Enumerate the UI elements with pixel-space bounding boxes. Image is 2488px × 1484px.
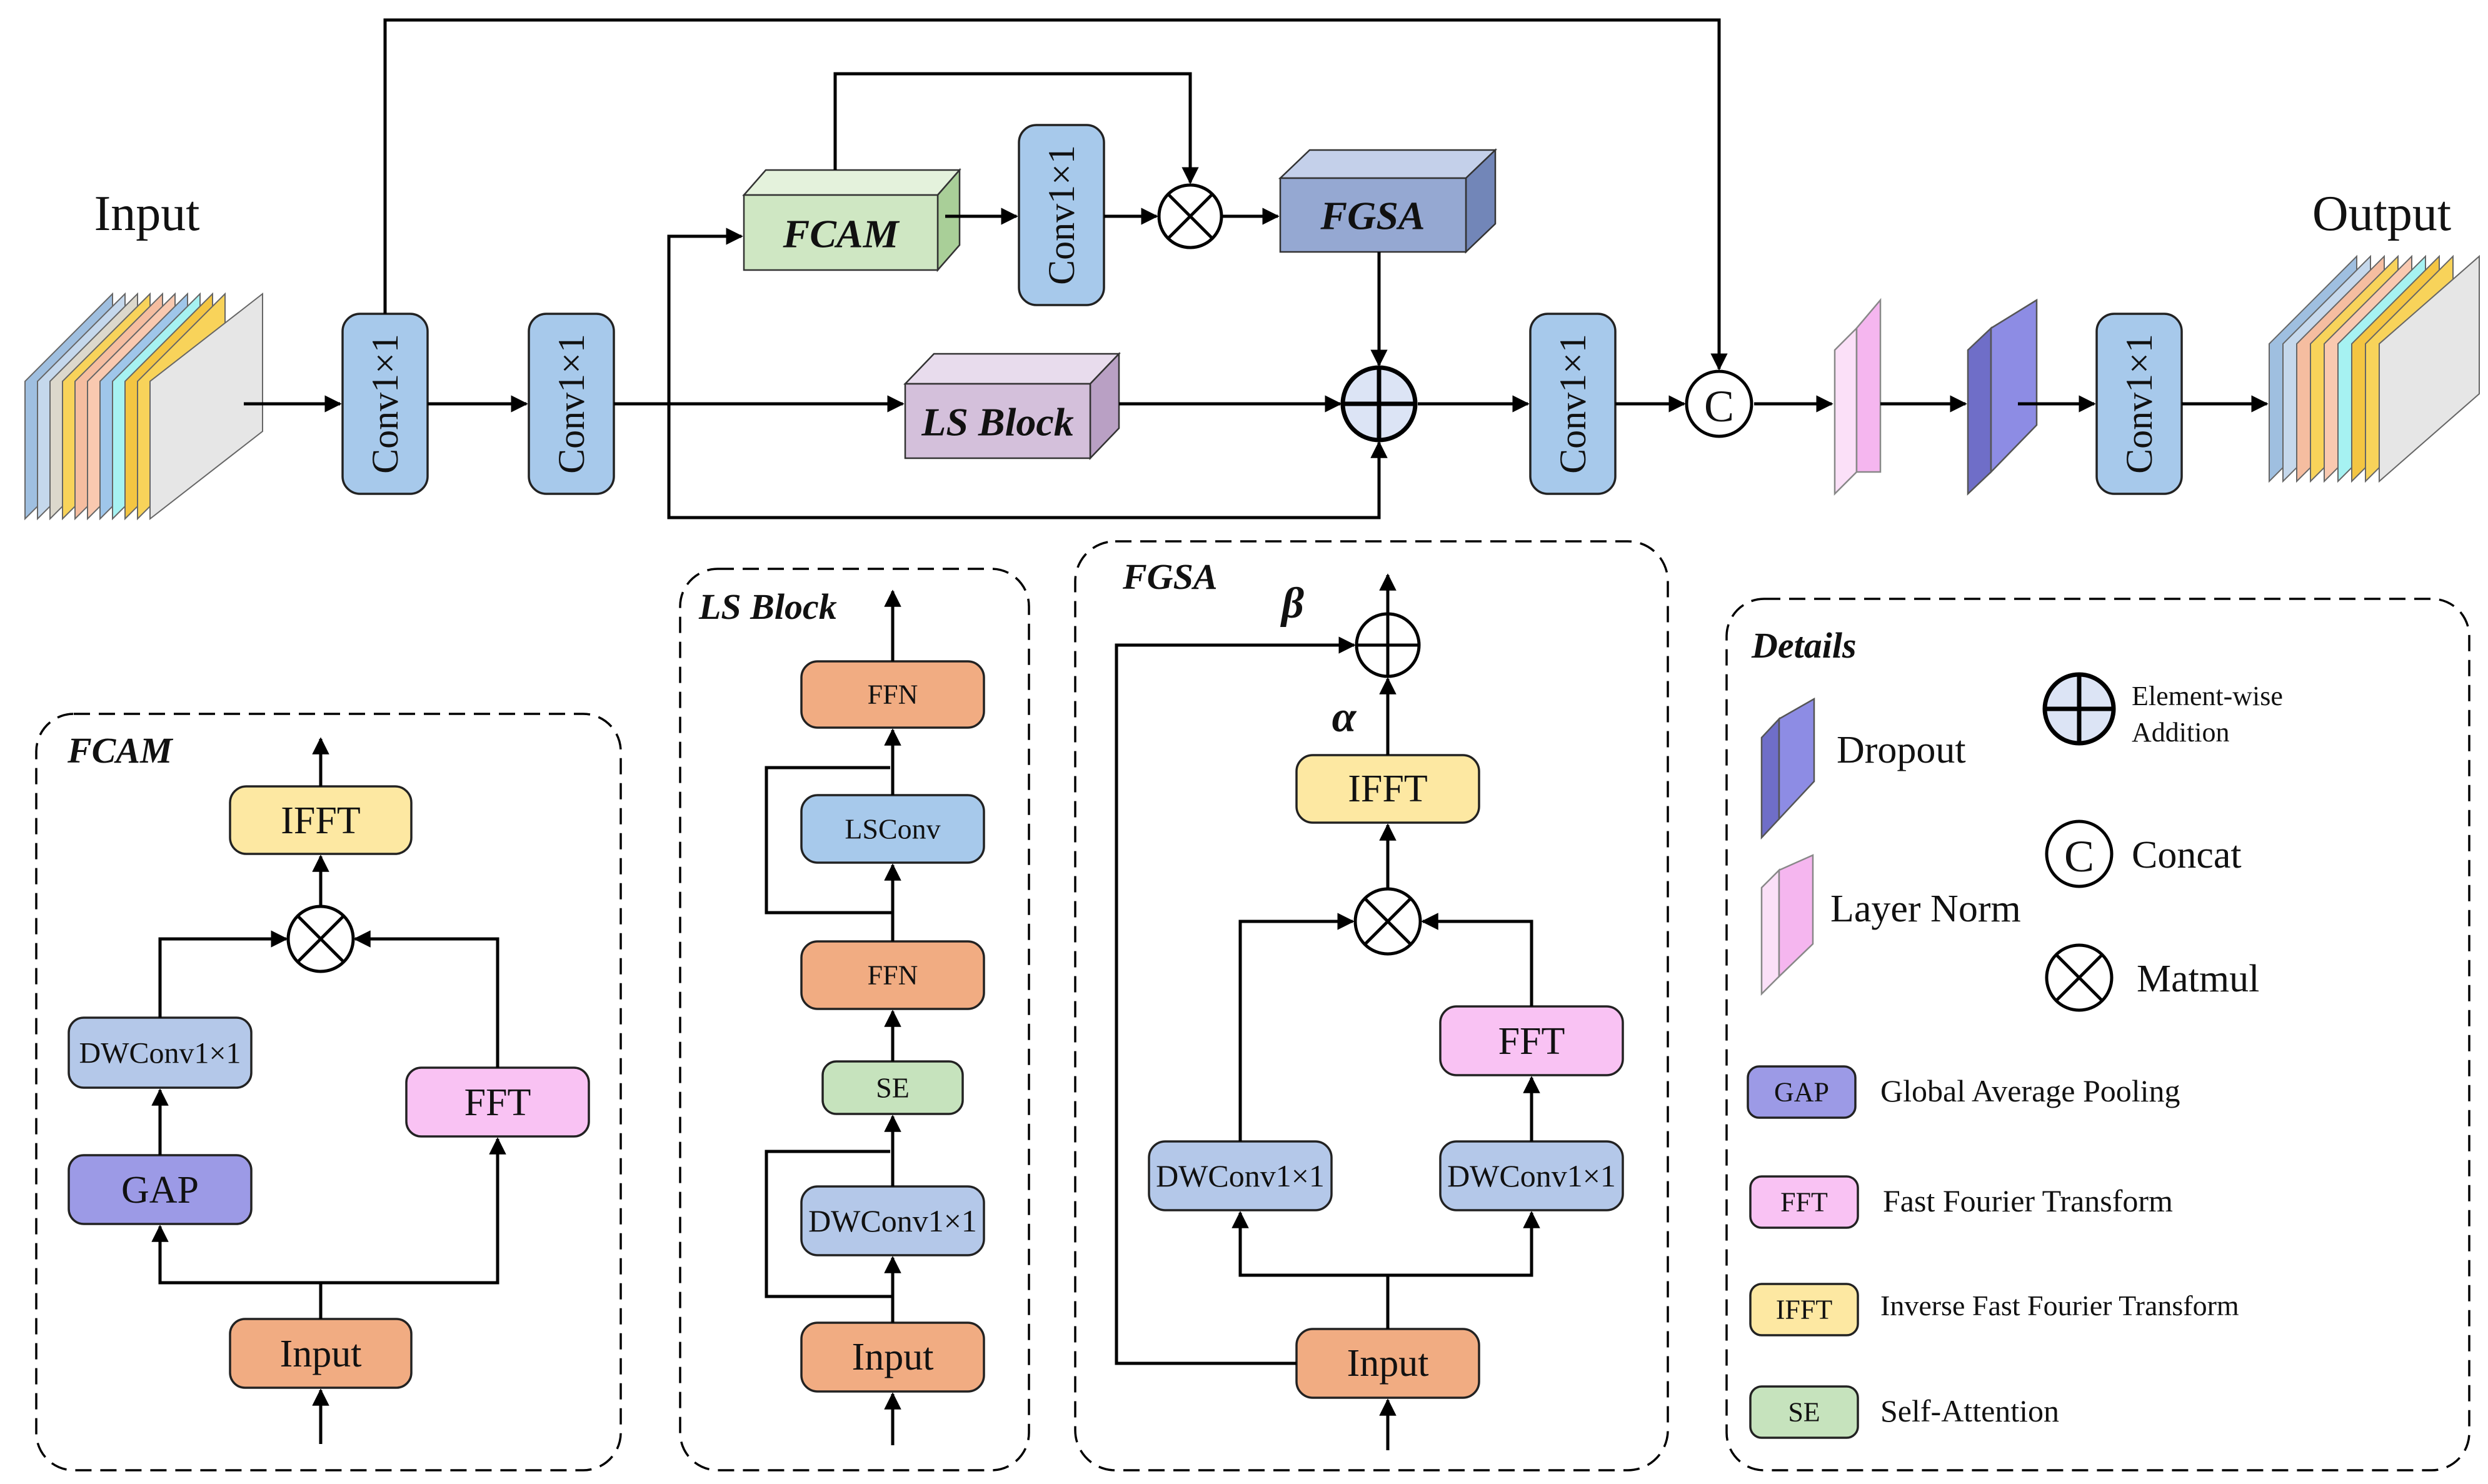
fcam-ifft-label: IFFT	[281, 800, 360, 842]
ifft-legend-chip: IFFT	[1749, 1283, 1859, 1336]
fgsa-block: FGSA	[1278, 148, 1498, 254]
concat-legend-label: Concat	[2132, 834, 2242, 876]
fcam-dwconv-box: DWConv1×1	[68, 1016, 253, 1089]
conv1x1-block-4: Conv1×1	[1529, 313, 1617, 495]
fcam-matmul-symbol	[286, 905, 355, 973]
matmul-legend-label: Matmul	[2137, 958, 2259, 1000]
fgsa-ifft-box: IFFT	[1295, 754, 1480, 824]
conv1x1-block-2: Conv1×1	[528, 313, 615, 495]
concat-symbol-label: C	[1704, 381, 1734, 431]
ls-block-label: LS Block	[921, 400, 1074, 444]
fgsa-panel-title: FGSA	[1122, 556, 1218, 597]
ls-block: LS Block	[903, 351, 1121, 461]
fgsa-matmul-symbol	[1353, 887, 1422, 956]
fft-chip-label: FFT	[1780, 1187, 1828, 1218]
fcam-block: FCAM	[742, 168, 961, 273]
ls-ffn-top-box: FFN	[800, 660, 985, 729]
conv1x1-label: Conv1×1	[2119, 334, 2160, 474]
dropout-icon	[1760, 697, 1815, 840]
fcam-ifft-box: IFFT	[229, 785, 413, 855]
ls-input-label: Input	[852, 1336, 934, 1378]
conv1x1-label: Conv1×1	[364, 334, 406, 474]
fcam-fft-label: FFT	[464, 1081, 531, 1124]
details-title: Details	[1751, 625, 1857, 666]
fgsa-input-label: Input	[1347, 1342, 1429, 1385]
gap-legend-desc: Global Average Pooling	[1880, 1073, 2180, 1108]
ls-ffn-top-label: FFN	[868, 679, 918, 710]
fcam-gap-box: GAP	[68, 1154, 253, 1225]
ls-lsconv-box: LSConv	[800, 794, 985, 864]
fgsa-input-box: Input	[1295, 1328, 1480, 1399]
element-wise-addition-symbol	[1340, 365, 1418, 443]
input-label: Input	[94, 186, 200, 241]
ls-panel-title: LS Block	[698, 586, 837, 627]
element-wise-legend-label-line2: Addition	[2132, 717, 2229, 748]
fgsa-addition-symbol	[1355, 612, 1421, 678]
conv1x1-label: Conv1×1	[551, 334, 592, 474]
fgsa-fft-box: FFT	[1439, 1005, 1624, 1076]
concat-symbol: C	[1685, 369, 1753, 438]
gap-chip-label: GAP	[1774, 1077, 1829, 1108]
element-wise-legend-label-line1: Element-wise	[2132, 681, 2283, 711]
ls-lsconv-label: LSConv	[845, 813, 940, 845]
concat-legend-icon: C	[2045, 820, 2114, 888]
ls-se-label: SE	[876, 1072, 910, 1104]
fgsa-dwconv-left-box: DWConv1×1	[1148, 1140, 1333, 1211]
top-connectors	[244, 18, 2269, 519]
conv1x1-block-3: Conv1×1	[1018, 124, 1105, 306]
layer-norm-slab	[1833, 298, 1882, 496]
fcam-panel: FCAM IFFT DWConv1×1 GAP FFT Input	[35, 713, 622, 1471]
fgsa-fft-label: FFT	[1498, 1020, 1565, 1063]
conv1x1-label: Conv1×1	[1552, 334, 1593, 474]
fgsa-label: FGSA	[1320, 194, 1425, 238]
se-legend-desc: Self-Attention	[1880, 1393, 2059, 1428]
ls-input-box: Input	[800, 1321, 985, 1393]
fgsa-panel: FGSA β α IFFT FFT DWConv1×1 DWConv1×1	[1074, 540, 1669, 1471]
dropout-slab	[1967, 298, 2038, 496]
ifft-chip-label: IFFT	[1776, 1295, 1833, 1325]
fgsa-dwconv-left-label: DWConv1×1	[1156, 1158, 1325, 1193]
fgsa-ifft-label: IFFT	[1348, 768, 1427, 810]
layer-norm-icon	[1760, 854, 1814, 996]
input-feature-stack	[24, 292, 263, 521]
output-label: Output	[2312, 186, 2451, 241]
fcam-input-label: Input	[280, 1333, 362, 1375]
fft-legend-desc: Fast Fourier Transform	[1883, 1183, 2173, 1218]
se-legend-chip: SE	[1749, 1385, 1859, 1439]
fcam-panel-title: FCAM	[67, 730, 174, 771]
conv1x1-block-5: Conv1×1	[2095, 313, 2183, 495]
concat-legend-symbol: C	[2064, 831, 2094, 881]
element-wise-addition-icon	[2042, 672, 2116, 746]
fft-legend-chip: FFT	[1749, 1175, 1859, 1229]
se-chip-label: SE	[1788, 1397, 1820, 1428]
fcam-gap-label: GAP	[121, 1169, 199, 1211]
fgsa-beta-label: β	[1280, 579, 1304, 628]
conv1x1-block-1: Conv1×1	[341, 313, 429, 495]
fgsa-dwconv-right-box: DWConv1×1	[1439, 1140, 1624, 1211]
output-feature-stack	[2269, 254, 2480, 483]
ls-dwconv-box: DWConv1×1	[800, 1185, 985, 1256]
fcam-dwconv-label: DWConv1×1	[79, 1037, 241, 1070]
layer-norm-legend-label: Layer Norm	[1830, 888, 2021, 930]
details-legend: Details Dropout Layer Norm Element-wise …	[1725, 598, 2470, 1471]
fcam-fft-box: FFT	[405, 1066, 590, 1138]
ls-ffn-mid-label: FFN	[868, 960, 918, 991]
ls-block-panel: LS Block FFN LSConv FFN SE DWConv1×1 Inp…	[679, 568, 1030, 1471]
ifft-legend-desc: Inverse Fast Fourier Transform	[1880, 1290, 2239, 1321]
ls-dwconv-label: DWConv1×1	[808, 1203, 977, 1238]
matmul-legend-icon	[2045, 943, 2114, 1012]
fcam-input-box: Input	[229, 1318, 413, 1389]
fgsa-alpha-label: α	[1332, 693, 1357, 741]
conv1x1-label: Conv1×1	[1041, 145, 1082, 285]
fcam-label: FCAM	[783, 212, 900, 256]
dropout-legend-label: Dropout	[1837, 729, 1966, 771]
ls-ffn-mid-box: FFN	[800, 940, 985, 1010]
ls-se-box: SE	[821, 1060, 964, 1115]
gap-legend-chip: GAP	[1747, 1065, 1857, 1119]
fgsa-dwconv-right-label: DWConv1×1	[1447, 1158, 1616, 1193]
matmul-symbol	[1157, 183, 1223, 249]
